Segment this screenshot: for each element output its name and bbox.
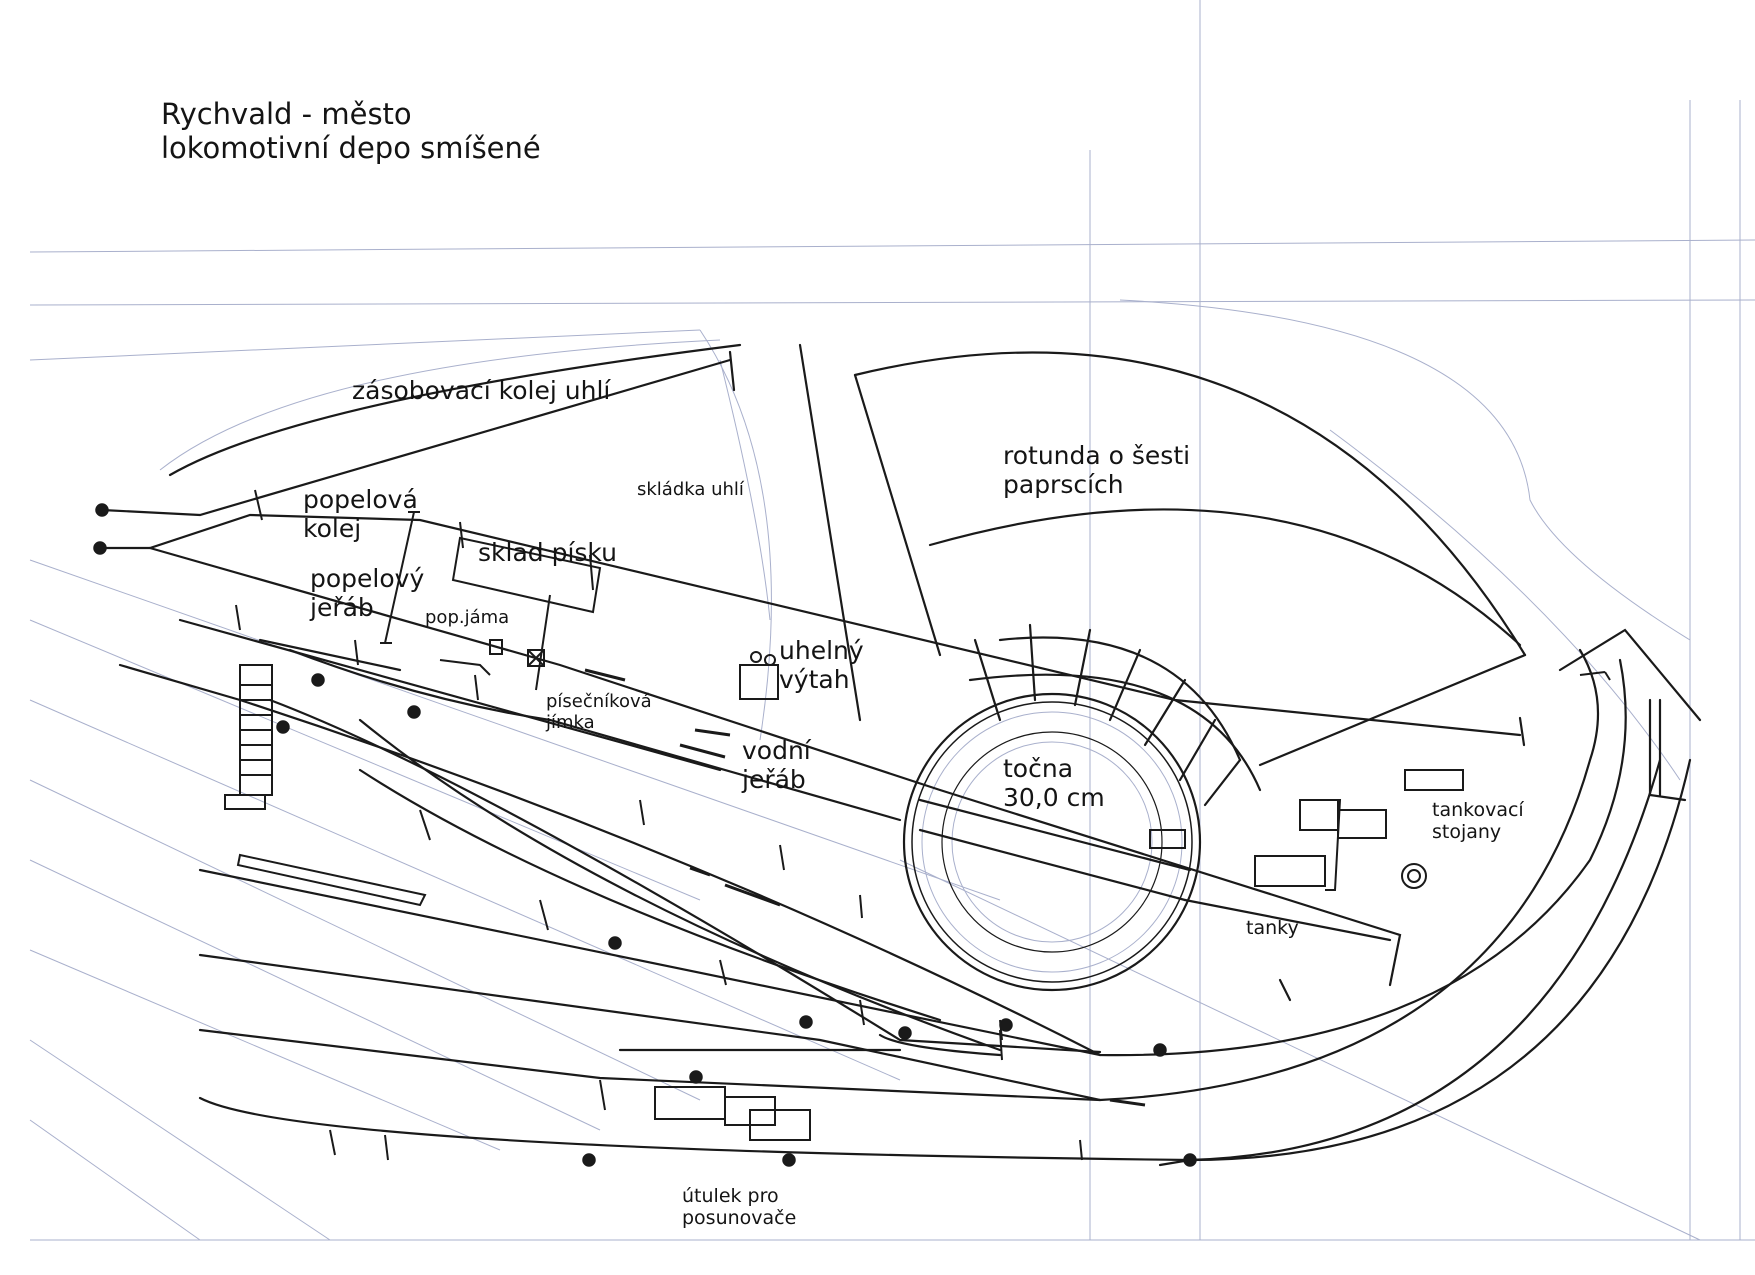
drawing-title: Rychvald - město lokomotivní depo smíšen… — [161, 97, 541, 165]
label-fuel-stands-line-1: tankovací — [1432, 799, 1524, 821]
label-coal-elevator: uhelný výtah — [779, 636, 864, 695]
title-line-2: lokomotivní depo smíšené — [161, 131, 541, 166]
label-sand-pit-line-2: jímka — [546, 711, 595, 733]
turnout-markers — [93, 503, 1197, 1167]
label-ash-pit: pop.jáma — [425, 607, 510, 628]
label-shunter-shelter-line-2: posunovače — [682, 1206, 797, 1229]
label-water-crane-line-2: jeřáb — [742, 764, 806, 794]
label-ash-track-line-2: kolej — [303, 513, 362, 543]
track-ticks — [235, 489, 1611, 1161]
label-coal-storage: skládka uhlí — [637, 479, 744, 500]
label-sand-pit-line-1: písečníková — [546, 691, 652, 712]
label-coal-elevator-line-2: výtah — [779, 664, 850, 694]
label-coal-supply-track: zásobovací kolej uhlí — [352, 376, 611, 405]
label-turntable-line-2: 30,0 cm — [1003, 782, 1105, 812]
label-shunter-shelter-line-1: útulek pro — [682, 1185, 779, 1207]
label-roundhouse-line-2: paprscích — [1003, 469, 1124, 499]
construction-lines — [29, 0, 1755, 1241]
label-ash-crane: popelový jeřáb — [310, 564, 425, 623]
label-turntable-line-1: točna — [1003, 754, 1074, 783]
label-fuel-stands: tankovací stojany — [1432, 799, 1524, 844]
structures — [224, 511, 1464, 1141]
label-ash-track-line-1: popelová — [303, 485, 418, 514]
label-sand-pit: písečníková jímka — [546, 691, 652, 733]
title-line-1: Rychvald - město — [161, 97, 412, 131]
label-tanks: tanky — [1246, 917, 1299, 939]
label-roundhouse-line-1: rotunda o šesti — [1003, 441, 1191, 470]
track-lines — [100, 343, 1702, 1167]
label-ash-crane-line-1: popelový — [310, 564, 425, 593]
label-sand-store: sklad písku — [478, 538, 617, 567]
label-ash-crane-line-2: jeřáb — [310, 592, 374, 622]
label-coal-elevator-line-1: uhelný — [779, 636, 864, 665]
signals — [584, 668, 1146, 1107]
label-water-crane-line-1: vodní — [742, 736, 811, 765]
label-ash-track: popelová kolej — [303, 485, 418, 544]
label-roundhouse: rotunda o šesti paprscích — [1003, 441, 1191, 500]
label-water-crane: vodní jeřáb — [742, 736, 811, 795]
label-turntable: točna 30,0 cm — [1003, 754, 1105, 813]
label-shunter-shelter: útulek pro posunovače — [682, 1185, 797, 1230]
label-fuel-stands-line-2: stojany — [1432, 820, 1502, 843]
